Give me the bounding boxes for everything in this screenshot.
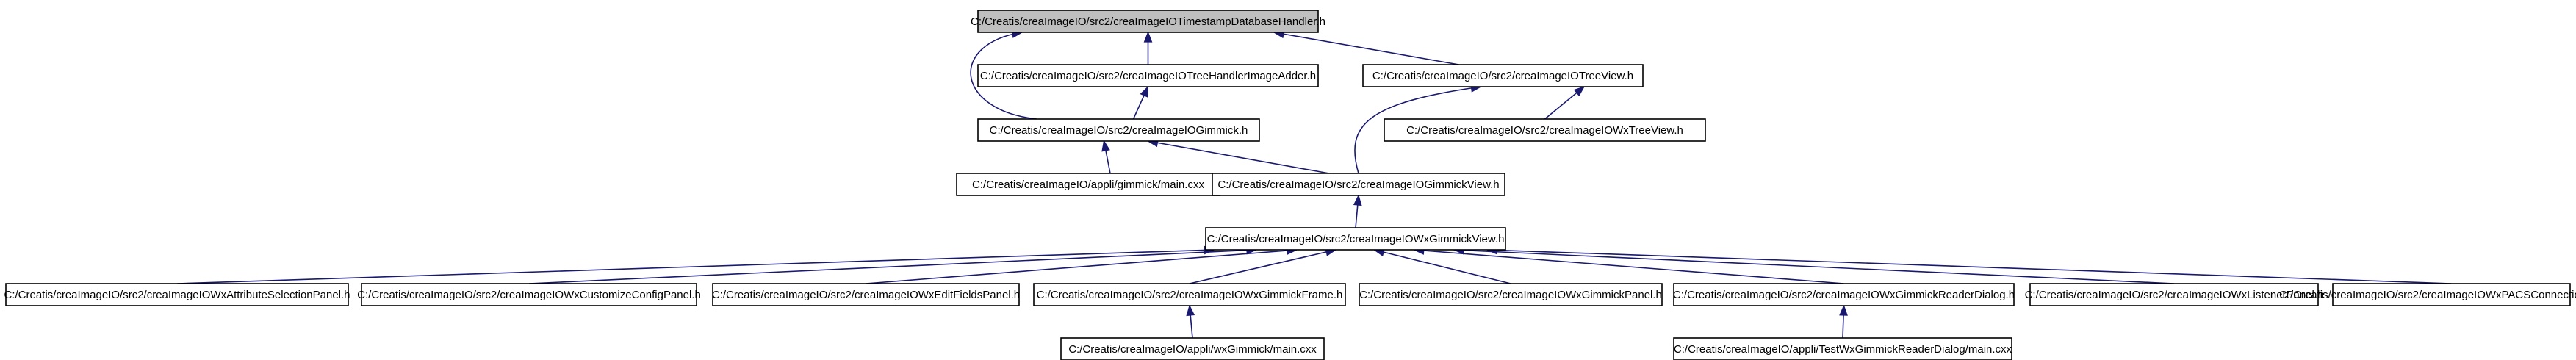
node-label: C:/Creatis/creaImageIO/src2/creaImageIOT… [980,70,1316,82]
node-tree-view[interactable]: C:/Creatis/creaImageIO/src2/creaImageIOT… [1362,64,1644,87]
edge-n2-to-n0 [1273,32,1459,65]
node-wx-pacs-connection-panel[interactable]: C:/Creatis/creaImageIO/src2/creaImageIOW… [2279,283,2576,306]
edge-n14-to-n7 [1453,249,2175,284]
node-appli-wx-gimmick-main[interactable]: C:/Creatis/creaImageIO/appli/wxGimmick/m… [1060,337,1325,360]
edge-n8-to-n7 [176,249,1215,284]
node-gimmick-view[interactable]: C:/Creatis/creaImageIO/src2/creaImageIOG… [1212,173,1505,196]
edge-n9-to-n7 [528,249,1257,284]
node-wx-edit-fields-panel[interactable]: C:/Creatis/creaImageIO/src2/creaImageIOW… [712,283,1020,306]
node-wx-gimmick-panel[interactable]: C:/Creatis/creaImageIO/src2/creaImageIOW… [1359,283,1663,306]
node-label: C:/Creatis/creaImageIO/src2/creaImageIOW… [4,289,350,301]
arrowhead-n7-to-n6 [1353,194,1362,206]
node-label: C:/Creatis/creaImageIO/src2/creaImageIOG… [1217,179,1499,191]
node-label: C:/Creatis/creaImageIO/src2/creaImageIOW… [1359,289,1662,301]
edge-n6-to-n3 [1148,140,1330,174]
edges-layer [176,29,2452,339]
node-tree-handler-image-adder[interactable]: C:/Creatis/creaImageIO/src2/creaImageIOT… [977,64,1319,87]
arrowhead-n16-to-n11 [1186,304,1195,317]
node-label: C:/Creatis/creaImageIO/src2/creaImageIOW… [1207,233,1505,245]
node-label: C:/Creatis/creaImageIO/src2/creaImageIOW… [2025,289,2324,301]
edge-n15-to-n7 [1486,249,2452,284]
node-label: C:/Creatis/creaImageIO/appli/TestWxGimmi… [1674,343,2012,356]
node-label: C:/Creatis/creaImageIO/src2/creaImageIOW… [1406,124,1683,137]
node-wx-attribute-selection-panel[interactable]: C:/Creatis/creaImageIO/src2/creaImageIOW… [4,283,350,306]
node-label: C:/Creatis/creaImageIO/appli/wxGimmick/m… [1068,343,1317,356]
node-label: C:/Creatis/creaImageIO/src2/creaImageIOG… [990,124,1248,137]
node-label: C:/Creatis/creaImageIO/src2/creaImageIOW… [1037,289,1343,301]
node-wx-tree-view[interactable]: C:/Creatis/creaImageIO/src2/creaImageIOW… [1384,118,1706,142]
node-label: C:/Creatis/creaImageIO/src2/creaImageIOT… [971,15,1325,28]
node-wx-gimmick-view[interactable]: C:/Creatis/creaImageIO/src2/creaImageIOW… [1205,227,1506,251]
node-gimmick[interactable]: C:/Creatis/creaImageIO/src2/creaImageIOG… [977,118,1260,142]
arrowhead-n4-to-n2 [1573,85,1586,97]
node-appli-gimmick-main[interactable]: C:/Creatis/creaImageIO/appli/gimmick/mai… [956,173,1220,196]
node-label: C:/Creatis/creaImageIO/src2/creaImageIOW… [357,289,701,301]
arrowhead-n5-to-n3 [1101,140,1110,152]
node-root-timestamp-database-handler[interactable]: C:/Creatis/creaImageIO/src2/creaImageIOT… [971,10,1325,33]
arrowhead-n17-to-n13 [1839,304,1848,316]
node-wx-gimmick-reader-dialog[interactable]: C:/Creatis/creaImageIO/src2/creaImageIOW… [1673,283,2015,306]
node-label: C:/Creatis/creaImageIO/src2/creaImageIOT… [1372,70,1633,82]
edge-n13-to-n7 [1414,249,1844,284]
arrowhead-n1-to-n0 [1143,31,1153,43]
edge-n3-to-n0 [970,32,1037,120]
edge-n6-to-n2 [1354,86,1481,174]
node-wx-gimmick-frame[interactable]: C:/Creatis/creaImageIO/src2/creaImageIOW… [1033,283,1346,306]
edge-n10-to-n7 [866,249,1298,284]
node-wx-customize-config-panel[interactable]: C:/Creatis/creaImageIO/src2/creaImageIOW… [357,283,701,306]
node-wx-listener-panel[interactable]: C:/Creatis/creaImageIO/src2/creaImageIOW… [2025,283,2324,306]
node-label: C:/Creatis/creaImageIO/appli/gimmick/mai… [972,179,1204,191]
node-appli-test-reader-dialog-main[interactable]: C:/Creatis/creaImageIO/appli/TestWxGimmi… [1673,337,2012,360]
node-label: C:/Creatis/creaImageIO/src2/creaImageIOW… [1673,289,2015,301]
node-label: C:/Creatis/creaImageIO/src2/creaImageIOW… [2279,289,2576,301]
edge-n12-to-n7 [1374,249,1511,284]
nodes-layer: C:/Creatis/creaImageIO/src2/creaImageIOT… [4,10,2576,360]
arrowhead-n3-to-n1 [1140,85,1149,98]
node-label: C:/Creatis/creaImageIO/src2/creaImageIOW… [712,289,1020,301]
edge-n11-to-n7 [1189,249,1336,284]
